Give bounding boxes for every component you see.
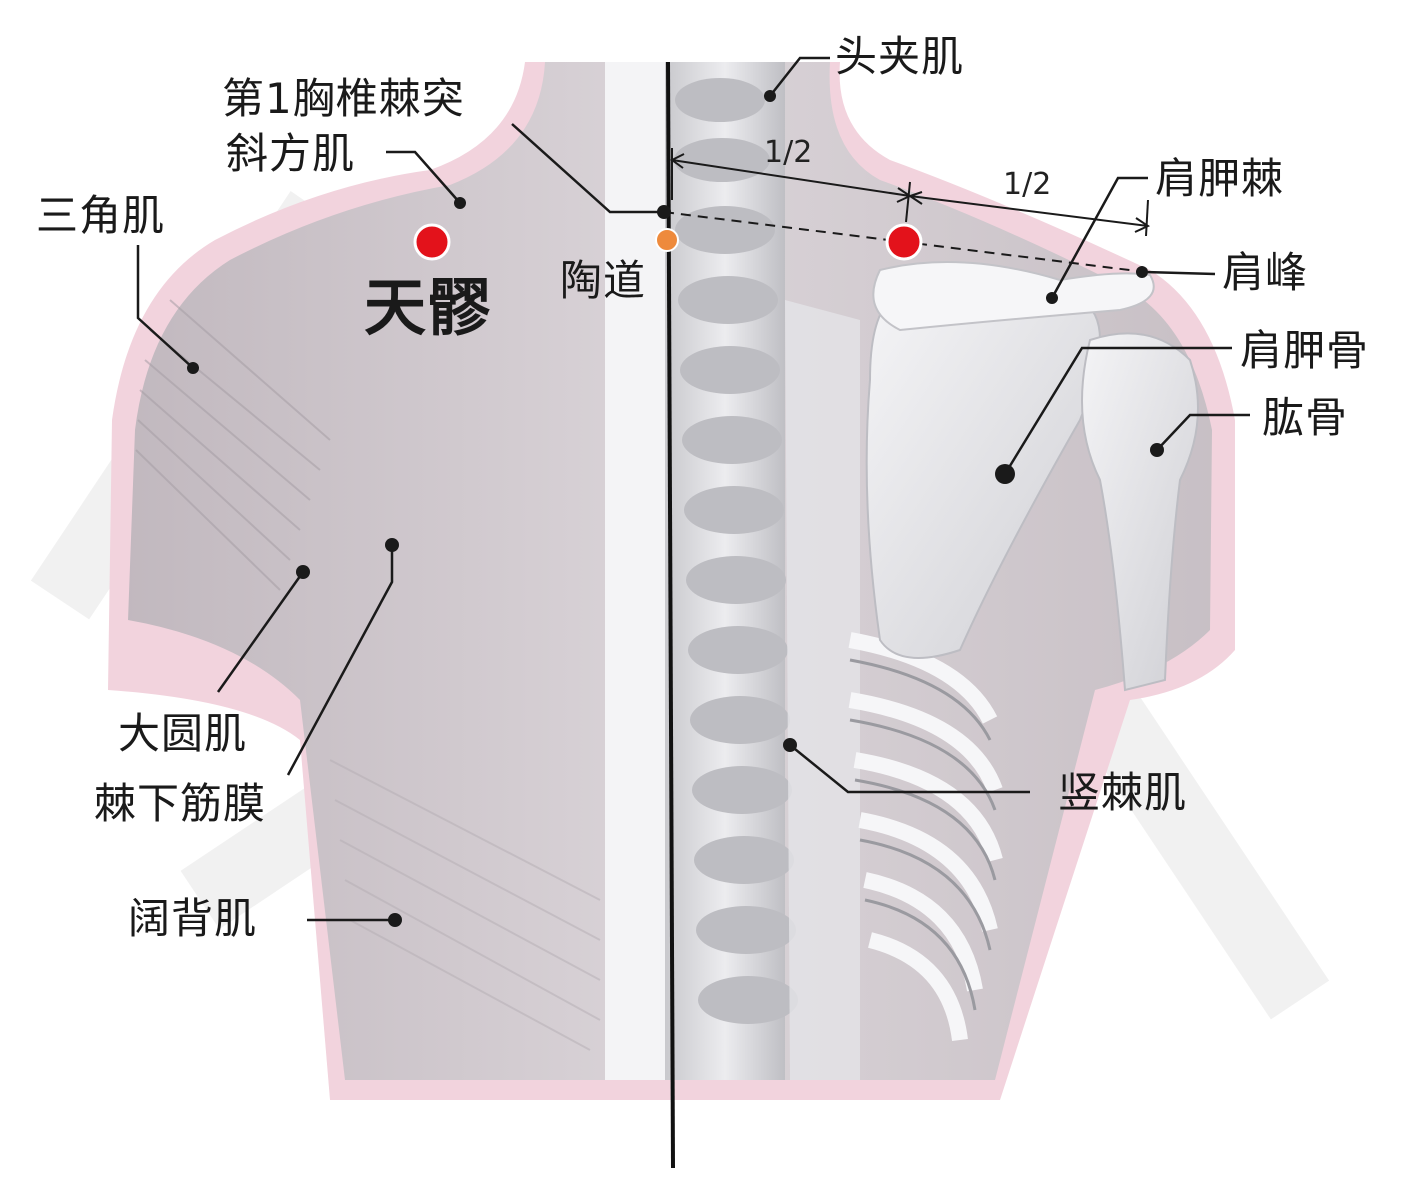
tianliao-point-left [413,223,451,261]
label-humerus: 肱骨 [1262,393,1349,442]
tianliao-point-right [885,223,923,261]
label-acromion: 肩峰 [1222,248,1309,297]
leader-lines [136,56,1250,922]
label-erector-spinae: 竖棘肌 [1058,768,1188,817]
label-taodao: 陶道 [560,256,647,305]
erector-spinae [785,300,860,1080]
vertebra-bumps [674,78,798,1024]
scapular-spine-bone [872,261,1155,332]
latissimus-fibers [329,759,601,1051]
pointer-dots [187,90,1164,927]
label-trapezius: 斜方肌 [226,129,356,178]
label-scapula: 肩胛骨 [1240,326,1370,375]
label-half-left: 1/2 [764,135,813,170]
label-latissimus: 阔背肌 [128,894,258,943]
label-point-name: 天髎 [364,271,493,344]
humerus-bone [1081,332,1199,692]
label-neck-muscle: 头夹肌 [835,32,965,81]
label-half-right: 1/2 [1003,167,1052,202]
label-deltoid: 三角肌 [36,191,166,240]
label-t1-spinous: 第1胸椎棘突 [222,74,465,123]
label-infraspinous-fascia: 棘下筋膜 [94,779,267,828]
ribs [848,632,1003,1042]
label-teres-major: 大圆肌 [118,709,248,758]
spine-column [605,62,665,1080]
taodao-point [655,228,679,252]
label-scapular-spine: 肩胛棘 [1155,154,1285,203]
